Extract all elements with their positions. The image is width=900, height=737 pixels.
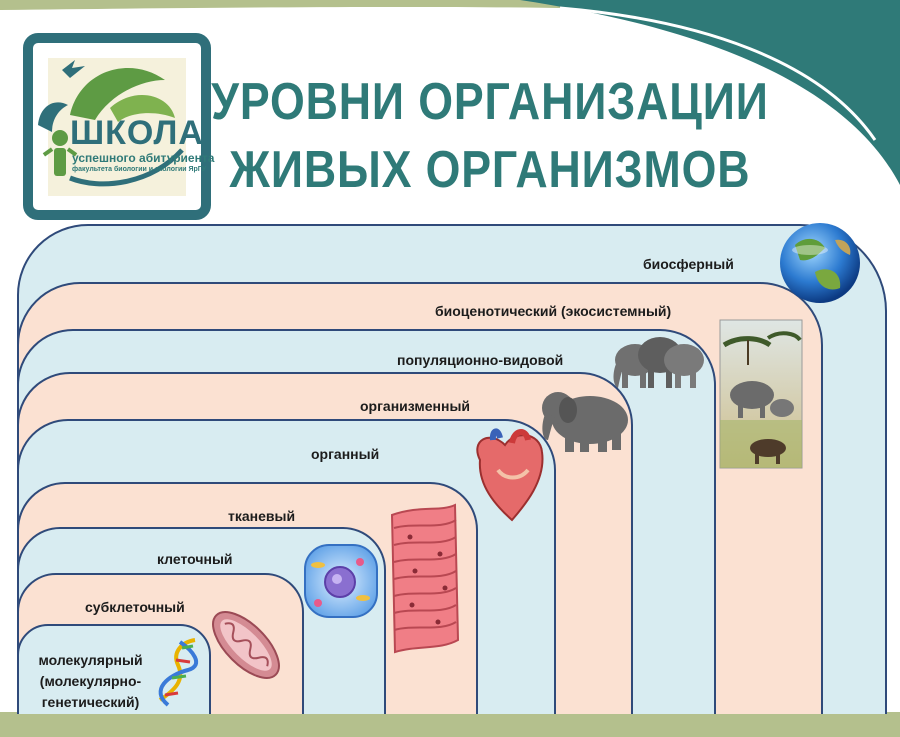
top-white-curve	[559, 6, 877, 141]
muscle-tissue-icon	[390, 503, 460, 654]
logo-caption: факультета биологии и экологии ЯрГУ	[72, 166, 207, 173]
top-teal-swoosh	[520, 0, 900, 185]
level-label-biosphere: биосферный	[643, 256, 734, 272]
savanna-ecosystem-icon	[719, 319, 803, 469]
level-label-molecular-line1: молекулярный	[38, 652, 143, 668]
level-label-tissue: тканевый	[228, 508, 296, 524]
level-label-population: популяционно-видовой	[397, 352, 564, 368]
logo-subtitle: успешного абитуриента	[72, 151, 215, 165]
dna-icon	[158, 638, 199, 707]
logo-swirl	[69, 148, 184, 187]
elephant-herd-icon	[613, 337, 704, 388]
level-label-molecular: молекулярный (молекулярно- генетический)	[28, 650, 153, 713]
level-label-molecular-line3: генетический)	[41, 694, 140, 710]
level-label-molecular-line2: (молекулярно-	[39, 673, 142, 689]
cell-icon	[304, 544, 378, 618]
logo-title: ШКОЛА	[70, 114, 204, 152]
elephant-icon	[542, 392, 628, 452]
leaf-icon	[110, 94, 175, 122]
heart-icon	[476, 428, 544, 522]
level-label-biocenotic: биоценотический (экосистемный)	[435, 303, 672, 319]
school-logo	[23, 33, 211, 220]
level-label-subcellular: субклеточный	[85, 599, 185, 615]
leaf-icon	[70, 67, 165, 120]
bottom-band	[0, 712, 900, 737]
person-icon	[42, 130, 78, 176]
mitochondrion-icon	[212, 611, 280, 679]
earth-globe-icon	[780, 223, 860, 303]
fish-icon	[38, 102, 68, 132]
level-label-organ: органный	[311, 446, 380, 462]
page-title-line-1: УРОВНИ ОРГАНИЗАЦИИ	[211, 73, 769, 131]
level-label-cellular: клеточный	[157, 551, 233, 567]
page-title-line-2: ЖИВЫХ ОРГАНИЗМОВ	[229, 141, 751, 199]
bird-icon	[62, 60, 85, 78]
level-label-organism: организменный	[360, 398, 471, 414]
